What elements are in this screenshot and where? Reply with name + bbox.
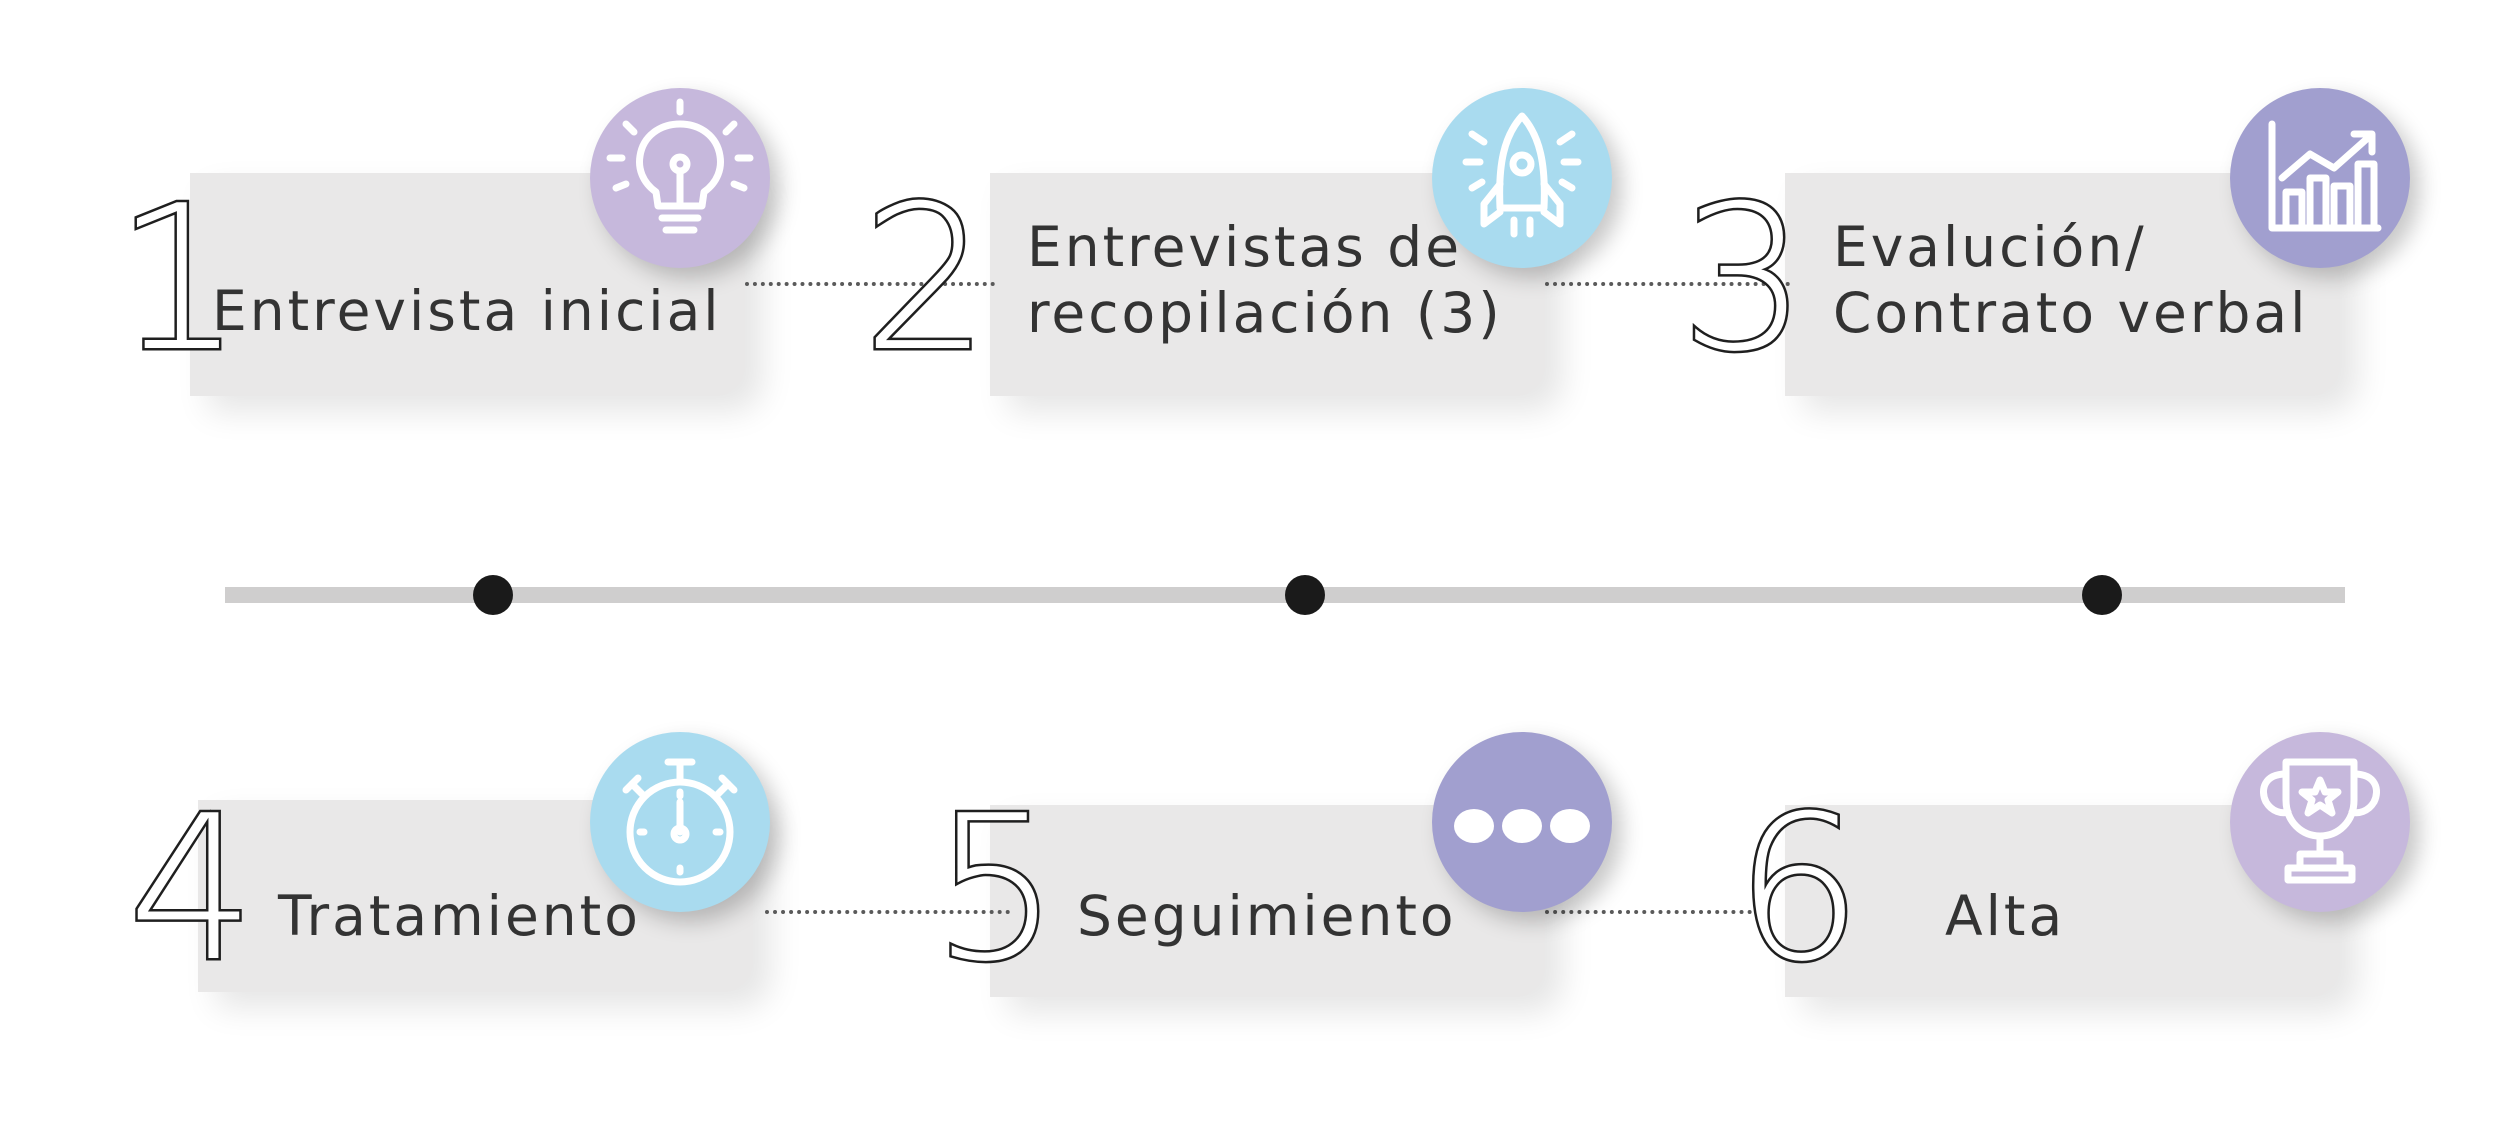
step-5-label-line-1: Seguimiento — [1077, 884, 1457, 948]
step-5-icon-badge — [1432, 732, 1612, 912]
rocket-icon — [1462, 112, 1582, 238]
step-1-label-line-1: Entrevista inicial — [212, 279, 722, 343]
step-4-number: 4 — [125, 773, 257, 1006]
step-2-label-line-2: recopilación (3) — [1027, 281, 1503, 345]
step-3-label-line-1: Evalución/ — [1833, 215, 2147, 279]
connector-1-2 — [745, 282, 995, 286]
step-2-icon-badge — [1432, 88, 1612, 268]
step-6-number: 6 — [1732, 773, 1864, 1006]
trophy-icon — [2260, 758, 2380, 884]
connector-2-3 — [1545, 282, 1790, 286]
growth-chart-icon — [2268, 120, 2382, 232]
timeline-dot-2 — [1285, 575, 1325, 615]
step-5-number: 5 — [929, 773, 1061, 1006]
timeline-dot-1 — [473, 575, 513, 615]
step-6-label-line-1: Alta — [1945, 884, 2066, 948]
step-2-label-line-1: Entrevistas de — [1027, 215, 1463, 279]
step-2-number: 2 — [859, 163, 991, 396]
step-3-label-line-2: Contrato verbal — [1833, 281, 2309, 345]
connector-5-6 — [1545, 910, 1760, 914]
step-1-number: 1 — [112, 163, 244, 396]
step-6-icon-badge — [2230, 732, 2410, 912]
step-4-icon-badge — [590, 732, 770, 912]
step-1-icon-badge — [590, 88, 770, 268]
timeline-dot-3 — [2082, 575, 2122, 615]
lightbulb-icon — [606, 98, 754, 234]
connector-4-5 — [765, 910, 1010, 914]
step-3-number: 3 — [1677, 163, 1809, 396]
ellipsis-icon — [1454, 809, 1590, 843]
step-4-label-line-1: Tratamiento — [278, 884, 641, 948]
step-3-icon-badge — [2230, 88, 2410, 268]
stopwatch-icon — [622, 758, 738, 886]
